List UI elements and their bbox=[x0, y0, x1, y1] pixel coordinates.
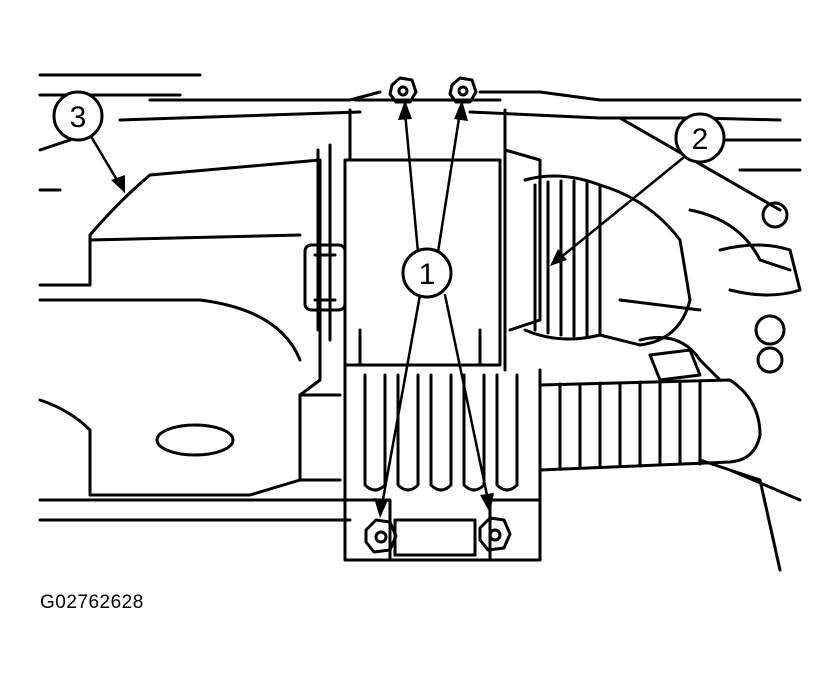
callout-3: 3 bbox=[52, 90, 104, 142]
housing-oval-port bbox=[155, 423, 235, 457]
callout-2-leader bbox=[558, 156, 685, 260]
arrowhead-3 bbox=[111, 175, 125, 193]
air-duct-body bbox=[343, 98, 542, 372]
svg-text:1: 1 bbox=[419, 258, 436, 291]
bottom-nut-right bbox=[478, 516, 512, 552]
callout-1-leaders bbox=[380, 110, 490, 507]
arrowhead-top-left bbox=[398, 100, 412, 120]
top-nut-right bbox=[448, 76, 478, 104]
left-clamp bbox=[303, 143, 347, 342]
callout-2: 2 bbox=[674, 112, 726, 164]
corrugated-intake-hose bbox=[523, 174, 692, 347]
arrowhead-top-right bbox=[454, 100, 468, 121]
lower-corrugated-tube bbox=[298, 378, 762, 482]
air-cleaner-housing bbox=[38, 158, 352, 522]
bottom-nut-left bbox=[364, 518, 398, 554]
callout-3-leader bbox=[90, 136, 122, 187]
top-nut-left bbox=[388, 76, 418, 104]
upper-frame-lines bbox=[38, 73, 802, 212]
ribbed-mount-plate bbox=[343, 363, 542, 562]
figure-id-label: G02762628 bbox=[40, 592, 144, 613]
right-side-components bbox=[618, 201, 802, 572]
svg-text:2: 2 bbox=[692, 123, 709, 156]
callout-1: 1 bbox=[401, 247, 453, 299]
arrowhead-2 bbox=[550, 249, 567, 266]
svg-text:3: 3 bbox=[70, 101, 87, 134]
arrowhead-bottom-right bbox=[480, 493, 494, 513]
arrowhead-bottom-left bbox=[374, 498, 388, 518]
